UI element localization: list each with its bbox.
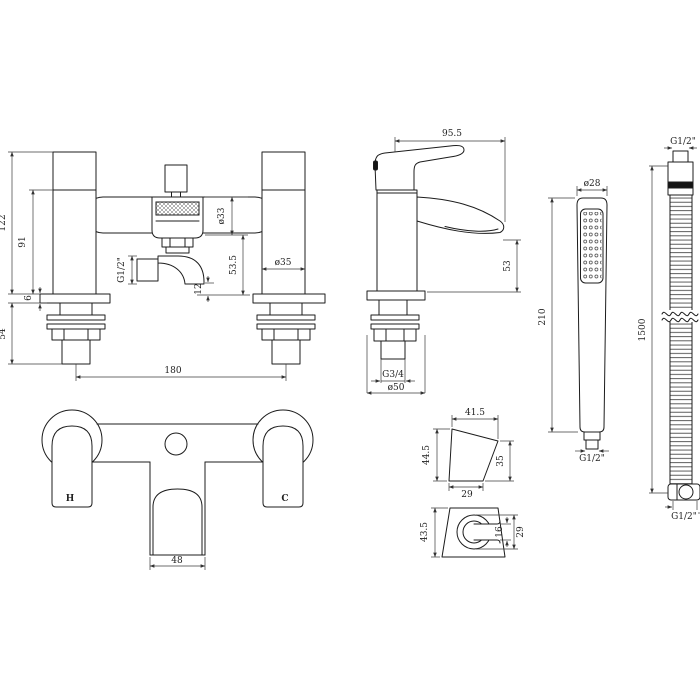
- bracket-side-dimensions: 41.5 44.5 35 29: [422, 408, 514, 500]
- dim-base-dia: ø50: [388, 383, 405, 393]
- dim-bracket-front-total-height: 43.5: [420, 522, 430, 542]
- dim-hole-centres: 180: [164, 366, 181, 376]
- dim-hose-length: 1500: [638, 318, 648, 341]
- dim-hose-top-thread: G1/2": [670, 137, 696, 147]
- dim-bracket-base-width: 29: [461, 490, 473, 500]
- cold-handle-face: [262, 425, 304, 508]
- bracket-side-view: 41.5 44.5 35 29: [422, 408, 514, 500]
- dim-spout-width: 48: [171, 556, 183, 566]
- outlet-nut: [161, 237, 194, 248]
- waterfall-spout: [416, 196, 505, 234]
- dim-total-height: 122: [0, 214, 8, 231]
- cold-label: C: [281, 494, 288, 504]
- dim-bracket-top-width: 41.5: [465, 408, 485, 418]
- handset-nozzles: [582, 212, 602, 280]
- hose-dimensions: G1/2" 1500 G1/2": [638, 137, 700, 522]
- dim-hose-bottom-thread: G1/2": [671, 512, 697, 522]
- dim-outlet-drop: 53.5: [229, 255, 239, 275]
- dim-bracket-height: 44.5: [422, 445, 432, 465]
- dim-inlet-thread: G3/4: [382, 370, 404, 380]
- hot-handle-face: [51, 425, 93, 508]
- dim-handset-length: 210: [538, 308, 548, 325]
- left-tail-stack: [46, 302, 106, 365]
- dim-bracket-clip-height: 29: [516, 526, 526, 538]
- right-tail-stack: [256, 302, 316, 365]
- lever-handle: [374, 145, 465, 191]
- diverter-knob: [164, 164, 188, 193]
- side-deck-plate: [366, 290, 426, 301]
- front-view-dimensions: 122 91 6 54 ø33 53.5 12 ø35: [0, 151, 306, 381]
- handset-dimensions: ø28 210 G1/2": [538, 179, 609, 464]
- handset-view: ø28 210 G1/2": [538, 179, 609, 464]
- dim-handset-dia: ø28: [584, 179, 601, 189]
- dim-tail-length: 54: [0, 328, 8, 340]
- dim-deck-thickness: 6: [24, 295, 34, 301]
- right-deck-plate: [252, 293, 326, 304]
- hose-view: G1/2" 1500 G1/2": [638, 137, 700, 522]
- dim-handset-thread: G1/2": [579, 454, 605, 464]
- hose-fitting-band: [667, 181, 694, 189]
- dim-outlet-gap: 12: [194, 283, 204, 294]
- bracket-front-dimensions: 43.5 16 29: [420, 507, 526, 558]
- left-handle-column: [52, 151, 97, 295]
- left-deck-plate: [39, 293, 111, 304]
- dim-bracket-slot-width: 16: [495, 526, 505, 538]
- bracket-side-outline: [448, 428, 499, 482]
- lever-indicator-dot: [373, 160, 378, 171]
- dim-body-height: 91: [18, 236, 28, 247]
- right-handle-column: [261, 151, 306, 295]
- dim-column-dia: ø35: [275, 258, 292, 268]
- knurled-ring: [155, 201, 200, 216]
- tap-body-column: [376, 189, 418, 292]
- hose-break-line: [661, 311, 699, 317]
- dim-depth: 95.5: [442, 129, 462, 139]
- bracket-front-view: 43.5 16 29: [420, 507, 526, 558]
- dim-bracket-front-height: 35: [496, 455, 506, 467]
- front-view: 122 91 6 54 ø33 53.5 12 ø35: [0, 151, 326, 381]
- dim-outlet-thread: G1/2": [117, 257, 127, 283]
- hose-corrugation: [669, 194, 693, 485]
- plan-view-dimensions: 48: [149, 556, 206, 570]
- side-view-dimensions: 95.5 53 G3/4 ø50: [366, 129, 521, 395]
- dim-spout-height: 53: [503, 260, 513, 272]
- dim-cartridge-dia: ø33: [217, 207, 227, 224]
- hot-label: H: [66, 494, 75, 504]
- plan-view: H C 48: [41, 409, 314, 570]
- outlet-elbow: [157, 255, 205, 285]
- hose-top-fitting: [667, 161, 694, 196]
- diverter-button: [164, 432, 188, 456]
- side-view: 95.5 53 G3/4 ø50: [366, 129, 521, 395]
